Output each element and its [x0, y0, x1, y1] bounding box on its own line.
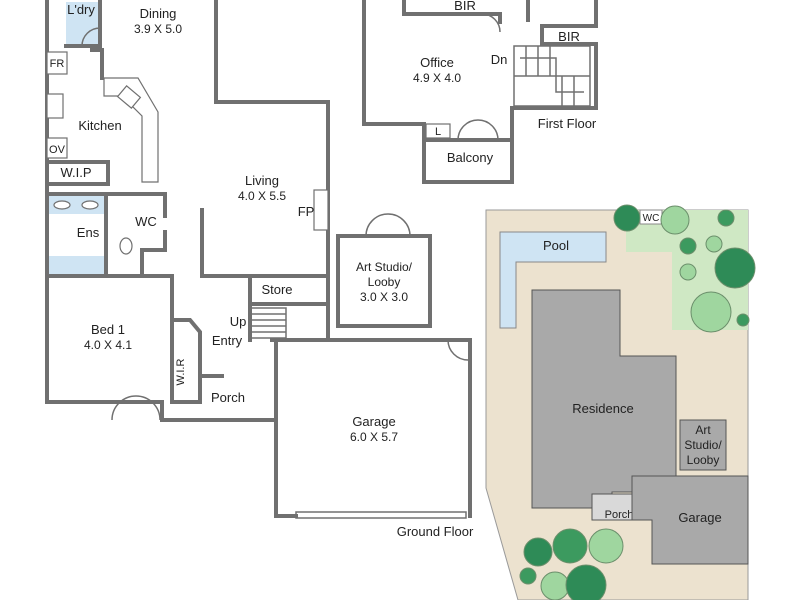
porch-label: Porch	[211, 390, 245, 405]
bed-north-wall	[140, 274, 174, 322]
entry-label: Entry	[212, 333, 243, 348]
site-wc-label: WC	[643, 213, 660, 224]
cooktop	[46, 93, 64, 119]
wir-walls	[170, 318, 202, 404]
living-dim: 4.0 X 5.5	[238, 189, 286, 203]
ground-floor-title: Ground Floor	[397, 524, 474, 539]
studio-walls	[336, 234, 432, 328]
stairs-ground	[249, 307, 287, 339]
balcony-label: Balcony	[447, 150, 494, 165]
laundry-wall	[64, 0, 102, 48]
store-label: Store	[261, 282, 292, 297]
site-studio-2: Studio/	[684, 438, 722, 452]
trees	[519, 204, 756, 600]
site-porch-label: Porch	[605, 509, 634, 521]
kitchen-label: Kitchen	[78, 118, 121, 133]
dining-dim: 3.9 X 5.0	[134, 22, 182, 36]
site-studio-1: Art	[695, 423, 711, 437]
site-garage-shape	[631, 475, 749, 565]
living-south-wall	[200, 208, 330, 278]
garage-side-door	[447, 339, 469, 361]
site-porch-box	[591, 493, 635, 521]
down-label: Dn	[491, 52, 508, 67]
studio-dim: 3.0 X 3.0	[360, 290, 408, 304]
office-outer-wall	[362, 0, 514, 184]
wip-label: W.I.P	[60, 165, 91, 180]
kitchen-nook-wall	[90, 48, 104, 80]
balcony-wall	[422, 122, 514, 142]
dining-label: Dining	[140, 6, 177, 21]
bed-door	[111, 395, 161, 421]
office-door	[481, 13, 501, 33]
west-wall	[45, 0, 164, 404]
wc-label: WC	[135, 214, 157, 229]
first-floor-title: First Floor	[538, 116, 597, 131]
fridge-label: FR	[50, 58, 65, 70]
up-label: Up	[230, 314, 247, 329]
site-studio-box	[679, 419, 727, 471]
site-residence-label: Residence	[572, 401, 633, 416]
living-label: Living	[245, 173, 279, 188]
garage-door	[295, 511, 467, 519]
bed1-dim: 4.0 X 4.1	[84, 338, 132, 352]
site-plan: Pool WC Residence Porch Art Studio/ Loob…	[485, 204, 756, 600]
laundry-door	[81, 27, 101, 47]
pool-shape	[499, 231, 607, 329]
garage-walls	[270, 338, 472, 518]
wip-walls	[45, 160, 110, 186]
first-floor-plan: BIR BIR Office 4.9 X 4.0 Dn L Balcony Fi…	[362, 0, 598, 184]
stair-well-walls	[510, 24, 598, 110]
oven-label: OV	[49, 144, 66, 156]
kitchen-bench	[103, 77, 159, 183]
bir-1-label: BIR	[454, 0, 476, 13]
garage-label: Garage	[352, 414, 395, 429]
bir-2-walls	[540, 0, 598, 28]
garage-dim: 6.0 X 5.7	[350, 430, 398, 444]
fireplace-label: FP	[298, 204, 315, 219]
ensuite-basin-2	[81, 200, 99, 210]
ensuite-top-wall	[45, 192, 167, 218]
bed1-label: Bed 1	[91, 322, 125, 337]
fireplace-box	[313, 189, 329, 231]
wc-toilet	[119, 237, 133, 255]
site-studio-3: Looby	[687, 453, 720, 467]
store-walls	[248, 274, 330, 342]
studio-label-2: Looby	[368, 275, 401, 289]
laundry-wet-area	[66, 2, 98, 46]
site-garage-label: Garage	[678, 510, 721, 525]
balcony-door	[457, 119, 499, 141]
office-label: Office	[420, 55, 454, 70]
ensuite-shower-area	[48, 256, 106, 276]
wir-label: W.I.R	[175, 359, 187, 386]
kitchen-sink	[116, 85, 142, 109]
site-pool-label: Pool	[543, 238, 569, 253]
wc-walls	[104, 230, 167, 278]
ensuite-label: Ens	[77, 225, 100, 240]
linen-label: L	[435, 126, 441, 138]
studio-door	[365, 213, 411, 237]
bir-2-label: BIR	[558, 29, 580, 44]
ground-floor-plan: FR OV	[45, 0, 474, 539]
laundry-label: L'dry	[67, 2, 95, 17]
bir-1-walls	[402, 0, 502, 24]
stairs-first	[513, 45, 591, 107]
fridge-box	[46, 51, 68, 75]
oven-box	[46, 137, 68, 159]
studio-label-1: Art Studio/	[356, 260, 413, 274]
office-dim: 4.9 X 4.0	[413, 71, 461, 85]
porch-wall	[160, 400, 274, 422]
ensuite-basin-1	[53, 200, 71, 210]
linen-box	[425, 123, 451, 139]
